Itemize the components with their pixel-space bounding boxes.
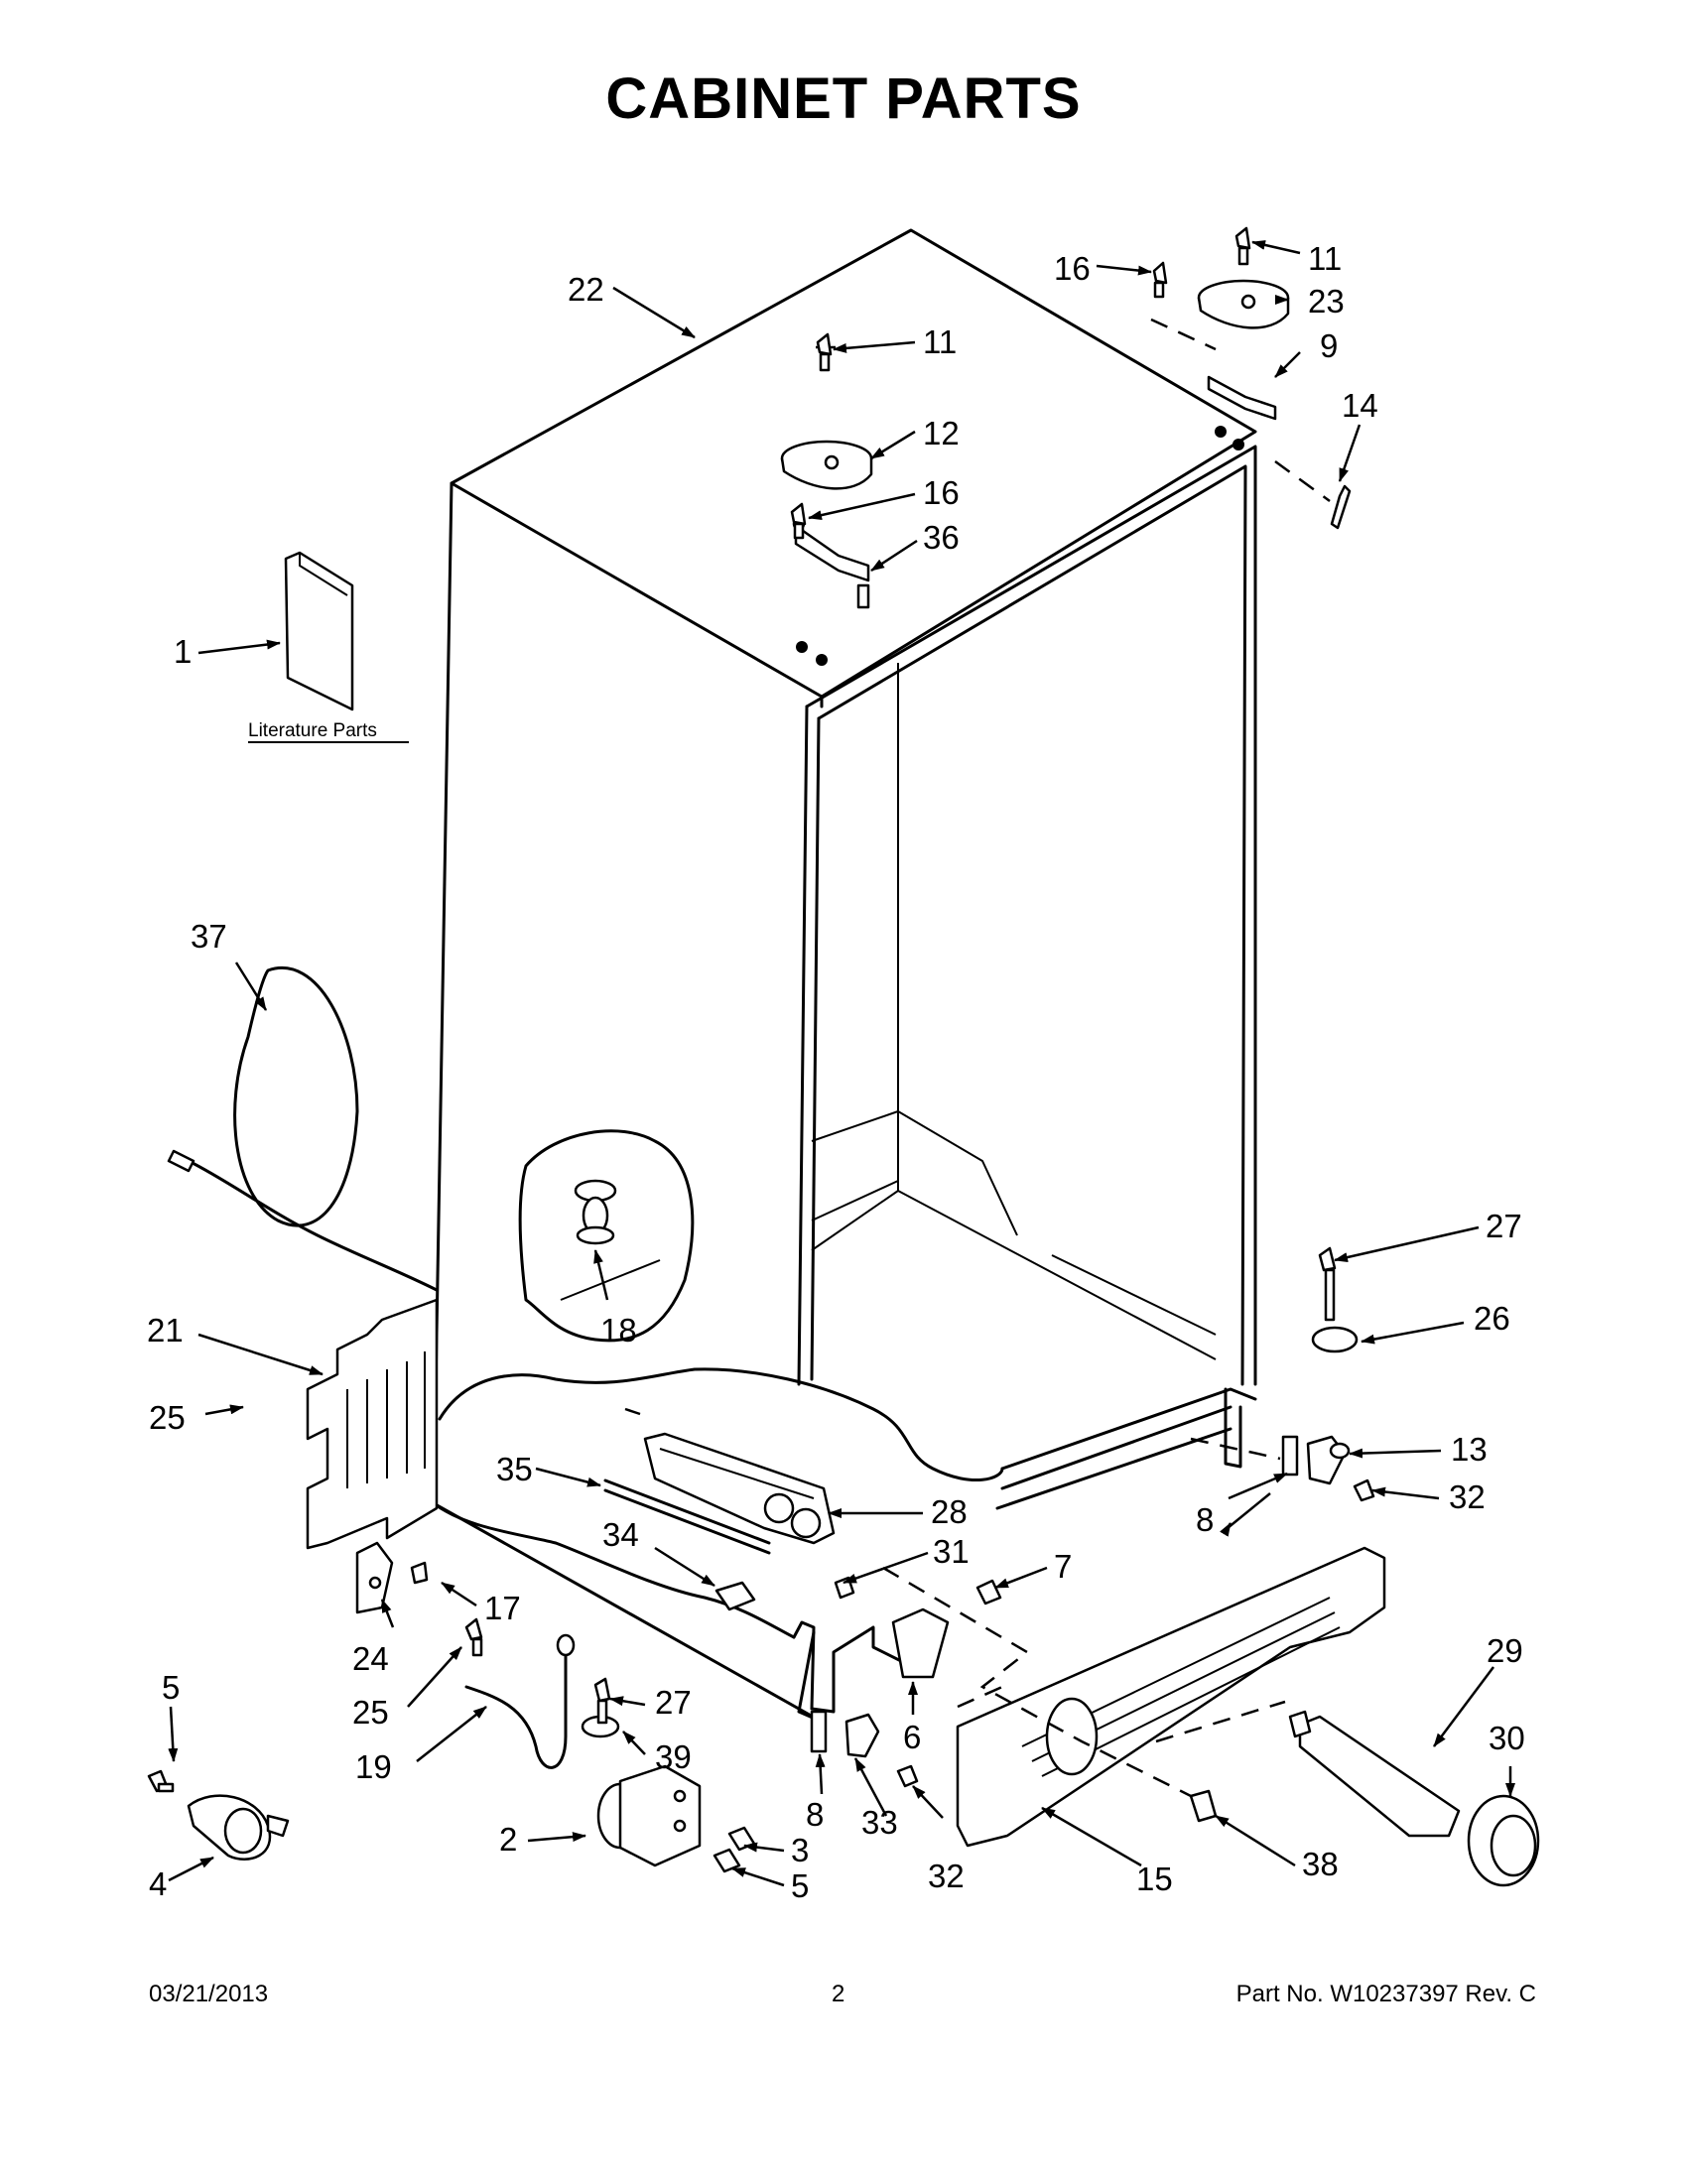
callout-8-lower: 8 — [806, 1796, 824, 1833]
callout-16-mid: 16 — [923, 474, 960, 511]
callout-26: 26 — [1474, 1300, 1510, 1337]
callout-18: 18 — [600, 1312, 637, 1349]
callout-11-mid: 11 — [923, 323, 957, 360]
callout-17: 17 — [484, 1590, 521, 1626]
inner-components — [603, 1407, 855, 1611]
callout-21: 21 — [147, 1312, 184, 1349]
callout-arrows — [168, 240, 1515, 1887]
callout-19: 19 — [355, 1748, 392, 1785]
power-cord — [167, 966, 439, 1292]
callout-28: 28 — [931, 1493, 968, 1530]
callout-39: 39 — [655, 1738, 692, 1775]
footer-part-number: Part No. W10237397 Rev. C — [1235, 1981, 1536, 2007]
top-hinge-right — [1150, 279, 1352, 530]
callout-2: 2 — [499, 1821, 517, 1858]
callout-1: 1 — [174, 633, 192, 670]
footer-date: 03/21/2013 — [149, 1981, 269, 2007]
callout-16-top: 16 — [1054, 250, 1091, 287]
page-title: CABINET PARTS — [605, 66, 1082, 131]
callout-labels: 22 16 11 23 9 14 11 12 16 36 1 37 21 25 … — [147, 240, 1525, 1904]
callout-24: 24 — [352, 1640, 389, 1677]
footer-page-number: 2 — [832, 1981, 845, 2007]
callout-37: 37 — [191, 918, 227, 955]
callout-35: 35 — [496, 1451, 533, 1487]
callout-23: 23 — [1308, 283, 1345, 320]
callout-27-lower: 27 — [655, 1684, 692, 1721]
callout-34: 34 — [602, 1516, 639, 1553]
callout-32-upper: 32 — [1449, 1478, 1486, 1515]
callout-38: 38 — [1302, 1846, 1339, 1882]
top-hinge-left — [780, 345, 873, 666]
callout-8-upper: 8 — [1196, 1501, 1214, 1538]
callout-30: 30 — [1489, 1720, 1525, 1756]
callout-27-upper: 27 — [1486, 1208, 1522, 1244]
callout-29: 29 — [1487, 1632, 1523, 1669]
callout-6: 6 — [903, 1719, 921, 1755]
callout-9: 9 — [1320, 327, 1338, 364]
bottom-right-components — [810, 1246, 1540, 1887]
callout-14: 14 — [1342, 387, 1378, 424]
callout-15: 15 — [1136, 1861, 1173, 1897]
callout-7: 7 — [1054, 1548, 1072, 1585]
callout-13: 13 — [1451, 1431, 1488, 1468]
access-panel — [306, 1298, 439, 1550]
literature-booklet: Literature Parts — [248, 551, 409, 743]
callout-36: 36 — [923, 519, 960, 556]
callout-5-left: 5 — [162, 1669, 180, 1706]
callout-5-right: 5 — [791, 1867, 809, 1904]
callout-3: 3 — [791, 1832, 809, 1868]
callout-12: 12 — [923, 415, 960, 451]
callout-33: 33 — [861, 1804, 898, 1841]
callout-25-lower: 25 — [352, 1694, 389, 1731]
screw-parts — [790, 226, 1251, 540]
callout-4: 4 — [149, 1865, 167, 1902]
literature-parts-label: Literature Parts — [248, 720, 377, 741]
bottom-left-components — [147, 1541, 756, 1873]
callout-11-top: 11 — [1308, 240, 1342, 277]
callout-25-upper: 25 — [149, 1399, 186, 1436]
callout-31: 31 — [933, 1533, 970, 1570]
callout-22: 22 — [568, 271, 604, 308]
callout-32-lower: 32 — [928, 1858, 965, 1894]
